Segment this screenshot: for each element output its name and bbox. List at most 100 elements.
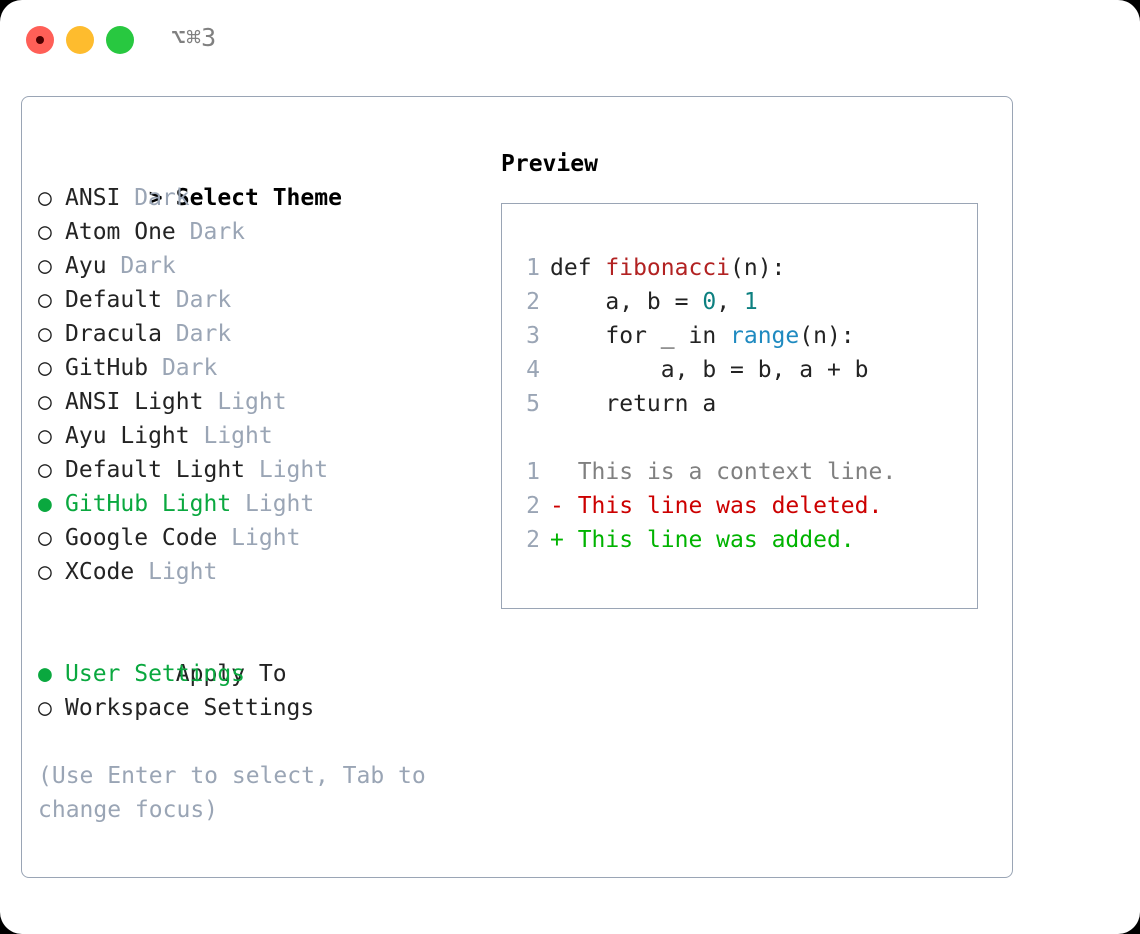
code-token: a, b = b, a + b [550,357,869,383]
line-number: 2 [526,289,540,315]
theme-variant-tag: Light [134,559,218,585]
diff-line: 2+ This line was added. [514,523,896,557]
list-spacer [38,589,478,623]
apply-to-item-label: User Settings [65,661,246,687]
code-token: range [730,323,800,349]
theme-name-label: GitHub Light [65,491,232,517]
diff-text: This line was added. [577,527,855,553]
theme-name-label: Ayu [65,253,107,279]
radio-unselected-icon: ○ [38,389,66,415]
apply-to-item-label: Workspace Settings [65,695,315,721]
diff-text: This is a context line. [577,459,897,485]
line-number: 3 [526,323,540,349]
theme-name-label: ANSI [65,185,121,211]
code-token: fibonacci [605,255,731,281]
theme-variant-tag: Light [189,423,273,449]
radio-unselected-icon: ○ [38,559,66,585]
radio-unselected-icon: ○ [38,219,66,245]
theme-name-label: Dracula [65,321,162,347]
code-token: return a [550,391,717,417]
apply-to-header-label: Apply To [175,661,287,687]
diff-sign [550,459,578,485]
apply-to-item[interactable]: ○ Workspace Settings [38,691,478,725]
radio-unselected-icon: ○ [38,287,66,313]
theme-list-item[interactable]: ○ Default Dark [38,283,478,317]
diff-line: 2- This line was deleted. [514,489,896,523]
theme-variant-tag: Dark [175,219,246,245]
theme-variant-tag: Dark [161,321,232,347]
zoom-button-icon[interactable] [106,26,134,54]
theme-list: ○ ANSI Dark○ Atom One Dark○ Ayu Dark○ De… [38,181,478,589]
radio-unselected-icon: ○ [38,695,66,721]
theme-list-item[interactable]: ○ Default Light Light [38,453,478,487]
code-token: (n): [730,255,786,281]
theme-list-item[interactable]: ○ XCode Light [38,555,478,589]
theme-list-item[interactable]: ○ Ayu Dark [38,249,478,283]
preview-title: Preview [501,151,598,177]
code-line: 3 for _ in range(n): [514,319,869,353]
diff-sign: - [550,493,578,519]
code-line: 4 a, b = b, a + b [514,353,869,387]
diff-text: This line was deleted. [577,493,883,519]
theme-list-item[interactable]: ○ Google Code Light [38,521,478,555]
code-token: (n): [799,323,855,349]
theme-list-item[interactable]: ○ ANSI Dark [38,181,478,215]
diff-sign: + [550,527,578,553]
code-token: , [716,289,744,315]
apply-to-header: Apply To [38,623,478,687]
select-theme-header-label: Select Theme [175,185,342,211]
theme-name-label: Default Light [65,457,246,483]
code-line: 1 def fibonacci(n): [514,251,869,285]
theme-name-label: GitHub [65,355,149,381]
radio-unselected-icon: ○ [38,457,66,483]
apply-to-item[interactable]: ● User Settings [38,657,478,691]
diff-sample: 1 This is a context line.2- This line wa… [514,455,896,557]
minimize-button-icon[interactable] [66,26,94,54]
line-number: 5 [526,391,540,417]
code-token: for _ in [550,323,731,349]
radio-unselected-icon: ○ [38,355,66,381]
theme-list-item[interactable]: ○ Dracula Dark [38,317,478,351]
line-number: 4 [526,357,540,383]
recording-indicator-icon [36,36,44,44]
code-line: 5 return a [514,387,869,421]
radio-unselected-icon: ○ [38,185,66,211]
code-token: def [550,255,606,281]
title-bar: ⌥⌘3 [0,0,1140,76]
theme-variant-tag: Light [203,389,287,415]
radio-selected-icon: ● [38,491,66,517]
theme-name-label: Google Code [65,525,218,551]
theme-list-item[interactable]: ○ Ayu Light Light [38,419,478,453]
theme-variant-tag: Light [231,491,315,517]
theme-list-item[interactable]: ● GitHub Light Light [38,487,478,521]
keyboard-shortcut-label: ⌥⌘3 [171,23,217,52]
theme-variant-tag: Light [217,525,301,551]
code-token: 0 [702,289,717,315]
code-line: 2 a, b = 0, 1 [514,285,869,319]
theme-variant-tag: Dark [161,287,232,313]
theme-selection-column: > Select Theme ○ ANSI Dark○ Atom One Dar… [38,147,478,827]
cursor-arrow-icon: > [148,185,177,211]
line-number: 2 [526,493,540,519]
theme-list-item[interactable]: ○ GitHub Dark [38,351,478,385]
theme-name-label: XCode [65,559,135,585]
keyboard-hint-text: (Use Enter to select, Tab to change focu… [38,763,426,823]
select-theme-header: > Select Theme [38,147,478,211]
code-token: 1 [743,289,758,315]
theme-variant-tag: Dark [148,355,218,381]
radio-unselected-icon: ○ [38,321,66,347]
theme-name-label: Atom One [65,219,176,245]
theme-variant-tag: Dark [120,185,190,211]
theme-list-item[interactable]: ○ Atom One Dark [38,215,478,249]
theme-list-item[interactable]: ○ ANSI Light Light [38,385,478,419]
line-number: 1 [526,255,540,281]
apply-to-list: ● User Settings○ Workspace Settings [38,657,478,725]
theme-name-label: ANSI Light [65,389,204,415]
theme-variant-tag: Light [245,457,329,483]
radio-unselected-icon: ○ [38,423,66,449]
theme-name-label: Ayu Light [65,423,190,449]
